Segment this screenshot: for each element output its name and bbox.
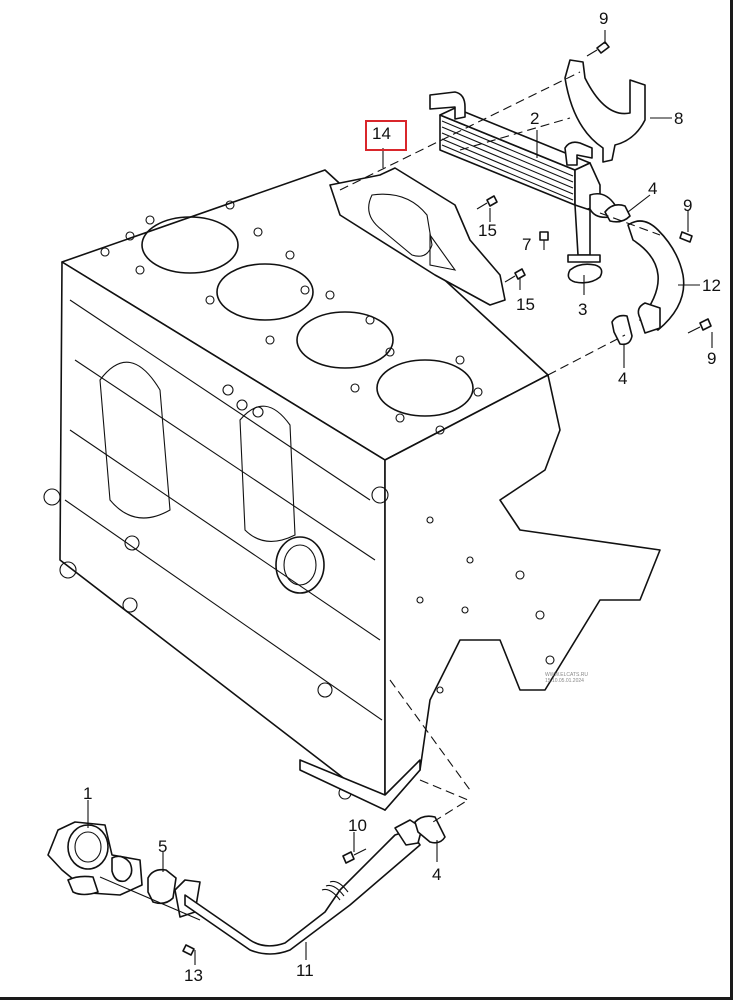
part-label-12: 13 [184, 966, 203, 985]
part-5-gasket [147, 868, 177, 905]
part-label-14: 15 [478, 221, 497, 240]
part-label-8: 9 [599, 9, 609, 28]
part-label-13: 14 [372, 124, 391, 143]
bolts [182, 41, 712, 956]
part-4-gasket-bottom [414, 815, 446, 844]
part-label-4a: 4 [648, 179, 658, 198]
part-label-3: 3 [578, 300, 588, 319]
leader-lines [87, 30, 713, 965]
part-2-egr-cooler [429, 91, 616, 256]
part-4-gasket-mid [611, 314, 633, 346]
part-label-11: 11 [296, 961, 314, 980]
part-13-bracket [329, 167, 506, 306]
cylinder-block [43, 169, 661, 811]
part-11-pipe [174, 819, 423, 955]
part-label-4c: 4 [432, 865, 442, 884]
part-label-1: 1 [83, 784, 93, 803]
part-label-6: 7 [522, 235, 532, 254]
part-10-pipe [627, 220, 685, 331]
part-label-2: 2 [530, 109, 540, 128]
part-label-15: 15 [516, 295, 535, 314]
part-label-4b: 4 [618, 369, 628, 388]
part-label-10: 12 [702, 276, 721, 295]
part-label-9a: 9 [683, 196, 693, 215]
watermark: WWW.ELCATS.RU 15.10.05.01.2024 [545, 672, 588, 684]
part-label-7: 8 [674, 109, 684, 128]
assembly-lines [99, 71, 661, 921]
part-3-gasket [567, 263, 603, 284]
highlighted-part-box [365, 120, 407, 151]
part-label-9b: 9 [707, 349, 717, 368]
part-label-5: 5 [158, 837, 168, 856]
part-4-gasket-top [604, 204, 631, 223]
part-label-9c: 10 [348, 816, 367, 835]
part-7-bracket [564, 59, 646, 163]
part-1-egr-valve [47, 821, 143, 896]
